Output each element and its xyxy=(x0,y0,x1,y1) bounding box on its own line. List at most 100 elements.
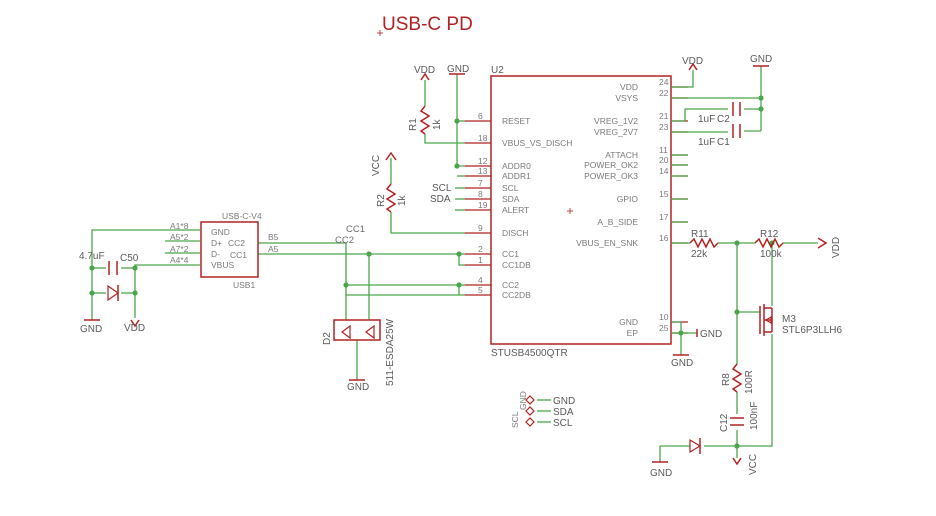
r12-resistor[interactable]: R12 100k xyxy=(754,229,784,260)
usb-value: USB-C-V4 xyxy=(222,211,262,221)
u2-pin-name: VBUS_VS_DISCH xyxy=(502,138,572,148)
c1-value: 1uF xyxy=(698,137,715,148)
gnd-symbol-d2: GND xyxy=(347,379,369,393)
c2-value: 1uF xyxy=(698,114,715,125)
usb-num-a1: A1*8 xyxy=(170,221,189,231)
u2-pin-number: 13 xyxy=(478,166,488,176)
u2-pin-name: VBUS_EN_SNK xyxy=(576,238,638,248)
origin-marker xyxy=(377,30,383,36)
vdd-symbol-left: VDD xyxy=(124,319,145,334)
gnd-label-left: GND xyxy=(80,324,102,335)
u2-pin-number: 19 xyxy=(478,200,488,210)
u2-pin-number: 20 xyxy=(659,155,669,165)
r1-ref: R1 xyxy=(408,118,419,131)
u2-pin-number: 21 xyxy=(659,111,669,121)
c12-value: 100nF xyxy=(749,402,760,430)
r8-ref: R8 xyxy=(721,373,732,386)
u2-pin-name: GPIO xyxy=(617,194,639,204)
u2-pin-number: 25 xyxy=(659,323,669,333)
m3-ref: M3 xyxy=(782,314,796,325)
u2-pin-name: VREG_2V7 xyxy=(594,127,638,137)
header-extra: GND xyxy=(518,391,528,410)
c50-value: 4.7uF xyxy=(79,251,105,262)
usb-pad-a5: A5 xyxy=(268,244,279,254)
gnd-symbol-ep: GND xyxy=(671,354,693,369)
r2-resistor[interactable]: R2 1k xyxy=(376,183,408,213)
u2-pin-number: 24 xyxy=(659,77,669,87)
u2-pin-number: 15 xyxy=(659,189,669,199)
r11-resistor[interactable]: R11 22k xyxy=(689,229,719,260)
usb-num-a7: A7*2 xyxy=(170,244,189,254)
c2-ref: C2 xyxy=(717,114,730,125)
header-pin-gnd: GND xyxy=(553,396,575,407)
usb-num-a5: A5*2 xyxy=(170,232,189,242)
vdd-label-left: VDD xyxy=(124,323,145,334)
usb-pin-dminus: D- xyxy=(211,249,220,259)
r12-ref: R12 xyxy=(760,229,779,240)
usb-c-connector[interactable]: USB-C-V4 USB1 GND D+ D- VBUS A1*8 A5*2 A… xyxy=(170,211,279,290)
u2-pin-name: EP xyxy=(627,328,639,338)
u2-pin-name: ATTACH xyxy=(605,150,638,160)
junction-dots xyxy=(89,95,775,449)
c50-ref: C50 xyxy=(120,253,139,264)
usb-pin-cc2: CC2 xyxy=(228,238,245,248)
usb-ref: USB1 xyxy=(233,280,255,290)
u2-pin-name: CC2 xyxy=(502,280,519,290)
vdd-label-right: VDD xyxy=(682,56,703,67)
tvs-diode-bottom[interactable] xyxy=(689,438,702,454)
u2-pin-number: 9 xyxy=(478,223,483,233)
r8-value: 100R xyxy=(744,370,755,394)
gnd-label-top: GND xyxy=(447,64,469,75)
gnd-symbol-pin25: GND xyxy=(696,329,722,340)
vdd-label-r1: VDD xyxy=(414,65,435,76)
gnd-label-d2: GND xyxy=(347,382,369,393)
u2-pin-name: RESET xyxy=(502,116,530,126)
r12-value: 100k xyxy=(760,249,783,260)
u2-pin-name: SCL xyxy=(502,183,519,193)
r1-resistor[interactable]: R1 1k xyxy=(408,105,443,135)
c12-capacitor[interactable]: C12 100nF xyxy=(719,402,760,432)
i2c-header[interactable]: SCL GND GND SDA SCL xyxy=(510,391,575,429)
d2-value: 511-ESDA25W xyxy=(385,318,396,386)
u2-pin-number: 5 xyxy=(478,285,483,295)
net-label-cc1: CC1 xyxy=(346,224,365,235)
vdd-symbol-r1: VDD xyxy=(414,65,435,81)
usb-pin-cc1: CC1 xyxy=(230,250,247,260)
u2-pin-number: 11 xyxy=(659,145,668,155)
u2-pin-name: GND xyxy=(619,317,638,327)
r2-value: 1k xyxy=(397,194,408,206)
c2-capacitor[interactable]: 1uF C2 xyxy=(698,102,741,125)
schematic-title: USB-C PD xyxy=(382,14,473,35)
gnd-label-right: GND xyxy=(750,54,772,65)
u2-pin-name: ALERT xyxy=(502,205,529,215)
u2-pin-number: 7 xyxy=(478,178,483,188)
c50-capacitor[interactable]: 4.7uF C50 xyxy=(79,251,139,275)
gnd-label-pin25: GND xyxy=(700,329,722,340)
m3-mosfet[interactable]: M3 STL6P3LLH6 xyxy=(759,304,842,336)
c12-ref: C12 xyxy=(719,413,730,432)
net-label-scl: SCL xyxy=(432,183,452,194)
vdd-symbol-right: VDD xyxy=(682,56,703,71)
d2-esd-diode[interactable]: D2 511-ESDA25W xyxy=(322,318,396,386)
u2-pin-number: 18 xyxy=(478,133,488,143)
m3-value: STL6P3LLH6 xyxy=(782,325,842,336)
u2-pin-name: ADDR0 xyxy=(502,161,531,171)
vcc-label-bottom: VCC xyxy=(748,454,759,475)
r8-resistor[interactable]: R8 100R xyxy=(721,363,755,394)
u2-pin-number: 22 xyxy=(659,88,669,98)
c1-capacitor[interactable]: 1uF C1 xyxy=(698,124,741,148)
u2-pin-name: A_B_SIDE xyxy=(597,217,638,227)
u2-center-marker xyxy=(567,208,573,214)
u2-pin-name: VDD xyxy=(620,82,638,92)
gnd-symbol-bottom: GND xyxy=(650,461,672,479)
net-label-cc2: CC2 xyxy=(335,235,354,246)
u2-pin-name: POWER_OK3 xyxy=(584,171,638,181)
gnd-symbol-left: GND xyxy=(80,319,102,335)
net-label-sda: SDA xyxy=(430,194,451,205)
u2-pin-name: CC1 xyxy=(502,249,519,259)
usb-num-a4: A4*4 xyxy=(170,255,189,265)
tvs-diode-left[interactable] xyxy=(107,284,120,302)
usb-pin-gnd: GND xyxy=(211,227,230,237)
